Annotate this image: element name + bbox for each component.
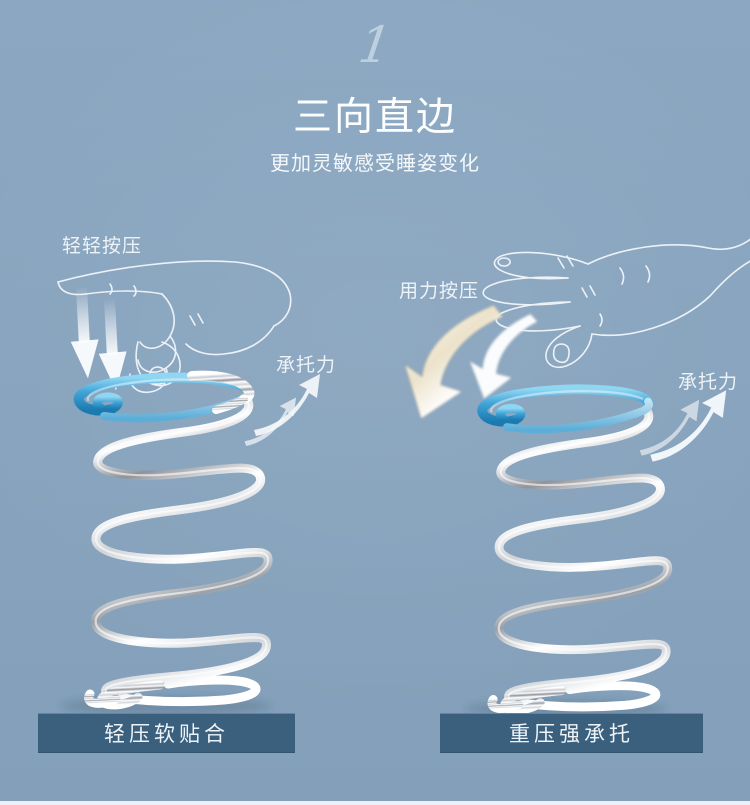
pocket-spring-full-blue-top-icon [482, 389, 668, 710]
heavy-press-down-arrows-icon [390, 284, 540, 434]
light-press-down-arrows-icon [66, 285, 130, 392]
section-number: 1 [355, 16, 395, 74]
right-caption-box: 重压强承托 [440, 713, 703, 753]
left-support-label: 承托力 [276, 355, 337, 376]
rebound-up-arrows-icon [244, 374, 320, 446]
right-caption-label: 重压强承托 [509, 723, 634, 746]
pocket-spring-partial-blue-top-icon [79, 370, 268, 705]
page-title: 三向直边 [292, 96, 457, 139]
page-subtitle: 更加灵敏感受睡姿变化 [270, 153, 480, 175]
left-caption-box: 轻压软贴合 [38, 713, 295, 753]
section-divider [0, 801, 750, 805]
rebound-up-arrow-icon [639, 390, 727, 462]
pointing-finger-hand-icon [57, 260, 292, 394]
left-press-label: 轻轻按压 [62, 236, 143, 257]
right-press-label: 用力按压 [399, 281, 480, 302]
left-caption-label: 轻压软贴合 [104, 723, 229, 746]
open-palm-hand-icon [482, 238, 750, 369]
right-support-label: 承托力 [678, 372, 739, 393]
